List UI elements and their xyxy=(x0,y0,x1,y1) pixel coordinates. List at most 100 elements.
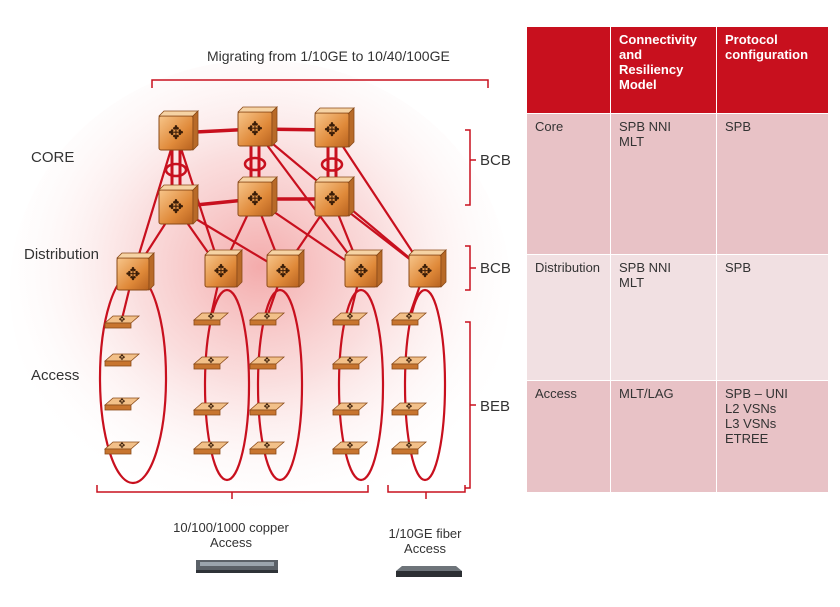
svg-text:✥: ✥ xyxy=(324,120,340,141)
svg-text:✥: ✥ xyxy=(119,353,126,362)
fiber-switch-icon xyxy=(396,566,462,577)
access-switch-icon: ✥ xyxy=(248,402,286,416)
svg-text:✥: ✥ xyxy=(208,312,215,321)
core-bcb-label: BCB xyxy=(480,152,511,169)
router-icon: ✥ xyxy=(116,252,155,291)
copper-access-line-1: 10/100/1000 copper xyxy=(173,520,289,535)
access-layer-cell: Access xyxy=(526,380,611,493)
svg-text:✥: ✥ xyxy=(119,397,126,406)
router-icon: ✥ xyxy=(314,176,355,217)
access-switch-icon: ✥ xyxy=(103,315,141,329)
access-switch-icon: ✥ xyxy=(248,356,286,370)
header-cell-layer xyxy=(526,26,611,114)
access-switch-icon: ✥ xyxy=(192,356,230,370)
access-protocol-line: L3 VSNs xyxy=(725,416,777,431)
core-protocol-line: SPB xyxy=(725,119,752,134)
top-bracket xyxy=(151,79,489,88)
access-switch-icon: ✥ xyxy=(103,441,141,455)
table-row-access: Access MLT/LAG SPB – UNI L2 VSNs L3 VSNs… xyxy=(526,380,829,493)
router-icon: ✥ xyxy=(266,249,305,288)
access-connectivity-line: MLT/LAG xyxy=(619,386,674,401)
svg-text:✥: ✥ xyxy=(119,315,126,324)
fiber-access-line-2: Access xyxy=(404,541,446,556)
access-switch-icon: ✥ xyxy=(248,441,286,455)
svg-text:✥: ✥ xyxy=(119,441,126,450)
access-protocol-line: ETREE xyxy=(725,431,769,446)
core-bracket xyxy=(465,129,471,206)
distribution-layer-cell: Distribution xyxy=(526,254,611,381)
router-icon: ✥ xyxy=(158,110,199,151)
network-diagram: ✥ ✥ ✥ ✥ ✥ ✥ ✥ ✥ ✥ ✥ ✥ ✥ ✥ ✥ ✥ ✥ ✥ ✥ ✥ ✥ ✥ ✥ ✥ ✥ ✥ ✥ ✥ ✥ ✥ ✥ ✥ Migratin… xyxy=(10,48,511,577)
header-cell-connectivity: Connectivity and Resiliency Model xyxy=(610,26,717,114)
router-icon: ✥ xyxy=(204,249,243,288)
access-beb-label: BEB xyxy=(480,398,511,415)
access-switch-icon: ✥ xyxy=(331,312,369,326)
protocol-table: Connectivity and Resiliency Model Protoc… xyxy=(526,26,829,493)
svg-text:✥: ✥ xyxy=(347,402,354,411)
distribution-protocol-cell: SPB xyxy=(716,254,829,381)
core-connectivity-line: SPB NNI xyxy=(619,119,672,134)
fiber-access-line-1: 1/10GE fiber xyxy=(388,526,462,541)
svg-text:✥: ✥ xyxy=(276,262,291,282)
access-protocol-line: SPB – UNI xyxy=(725,386,788,401)
access-connectivity-cell: MLT/LAG xyxy=(610,380,717,493)
access-rings xyxy=(98,271,447,485)
router-icon: ✥ xyxy=(158,184,199,225)
svg-text:✥: ✥ xyxy=(264,356,271,365)
distribution-connectivity-cell: SPB NNI MLT xyxy=(610,254,717,381)
svg-text:✥: ✥ xyxy=(264,312,271,321)
access-protocol-line: L2 VSNs xyxy=(725,401,777,416)
background-glow xyxy=(10,60,510,520)
distribution-protocol-line: SPB xyxy=(725,260,752,275)
svg-text:✥: ✥ xyxy=(214,262,229,282)
access-switch-icon: ✥ xyxy=(390,312,428,326)
copper-access-label: 10/100/1000 copper Access xyxy=(156,520,306,550)
svg-text:✥: ✥ xyxy=(406,441,413,450)
svg-text:✥: ✥ xyxy=(406,402,413,411)
access-switch-icon: ✥ xyxy=(331,356,369,370)
svg-text:✥: ✥ xyxy=(247,189,263,210)
table-row-core: Core SPB NNI MLT SPB xyxy=(526,113,829,255)
core-connectivity-line: MLT xyxy=(619,134,645,149)
access-switch-icon: ✥ xyxy=(390,441,428,455)
core-layer-cell: Core xyxy=(526,113,611,255)
access-switch-icon: ✥ xyxy=(192,441,230,455)
switch-nodes: ✥ ✥ ✥ ✥ ✥ ✥ ✥ ✥ ✥ ✥ ✥ ✥ ✥ ✥ ✥ ✥ ✥ ✥ ✥ ✥ ✥ ✥ ✥ ✥ ✥ ✥ ✥ ✥ ✥ ✥ ✥ xyxy=(103,106,447,455)
distribution-connectivity-line: MLT xyxy=(619,275,645,290)
access-switch-icon: ✥ xyxy=(103,397,141,411)
access-switch-icon: ✥ xyxy=(248,312,286,326)
access-protocol-cell: SPB – UNI L2 VSNs L3 VSNs ETREE xyxy=(716,380,829,493)
core-layer-label: CORE xyxy=(31,149,75,166)
access-switch-icon: ✥ xyxy=(192,312,230,326)
svg-text:✥: ✥ xyxy=(168,197,184,218)
svg-text:✥: ✥ xyxy=(406,356,413,365)
migration-caption: Migrating from 1/10GE to 10/40/100GE xyxy=(207,48,450,64)
svg-text:✥: ✥ xyxy=(208,356,215,365)
distribution-bcb-label: BCB xyxy=(480,260,511,277)
svg-text:✥: ✥ xyxy=(324,189,340,210)
router-icon: ✥ xyxy=(314,107,355,148)
distribution-connectivity-line: SPB NNI xyxy=(619,260,672,275)
core-protocol-cell: SPB xyxy=(716,113,829,255)
access-switch-icon: ✥ xyxy=(390,402,428,416)
access-switch-icon: ✥ xyxy=(331,441,369,455)
access-switch-icon: ✥ xyxy=(390,356,428,370)
svg-text:✥: ✥ xyxy=(418,262,433,282)
access-switch-icon: ✥ xyxy=(331,402,369,416)
svg-text:✥: ✥ xyxy=(247,119,263,140)
router-icon: ✥ xyxy=(408,249,447,288)
svg-text:✥: ✥ xyxy=(406,312,413,321)
distribution-layer-label: Distribution xyxy=(24,246,100,263)
router-icon: ✥ xyxy=(237,176,278,217)
table-row-distribution: Distribution SPB NNI MLT SPB xyxy=(526,254,829,381)
svg-text:✥: ✥ xyxy=(354,262,369,282)
svg-text:✥: ✥ xyxy=(264,402,271,411)
access-switch-icon: ✥ xyxy=(103,353,141,367)
svg-text:✥: ✥ xyxy=(208,402,215,411)
fiber-access-label: 1/10GE fiber Access xyxy=(380,526,470,556)
network-topology-graphic: ✥ ✥ ✥ ✥ ✥ ✥ ✥ ✥ ✥ ✥ ✥ ✥ ✥ ✥ ✥ ✥ ✥ ✥ ✥ ✥ ✥ ✥ ✥ ✥ ✥ ✥ ✥ ✥ ✥ ✥ ✥ xyxy=(10,60,510,577)
table-header-row: Connectivity and Resiliency Model Protoc… xyxy=(526,26,829,114)
core-connectivity-cell: SPB NNI MLT xyxy=(610,113,717,255)
svg-text:✥: ✥ xyxy=(126,265,141,285)
svg-text:✥: ✥ xyxy=(347,441,354,450)
